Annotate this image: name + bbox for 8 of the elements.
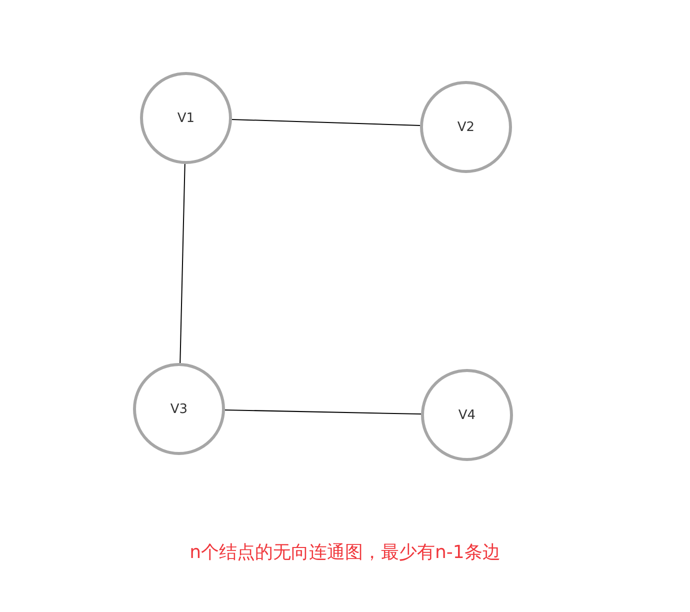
edge-line [180, 163, 186, 364]
vertex-circle: V1 [140, 72, 232, 164]
caption: n个结点的无向连通图，最少有n-1条边 [190, 542, 500, 563]
edge-line [231, 118, 421, 126]
vertex-circle: V4 [421, 369, 513, 461]
vertex-circle: V3 [133, 363, 225, 455]
vertex-circle: V2 [420, 81, 512, 173]
edge-line [224, 409, 422, 415]
